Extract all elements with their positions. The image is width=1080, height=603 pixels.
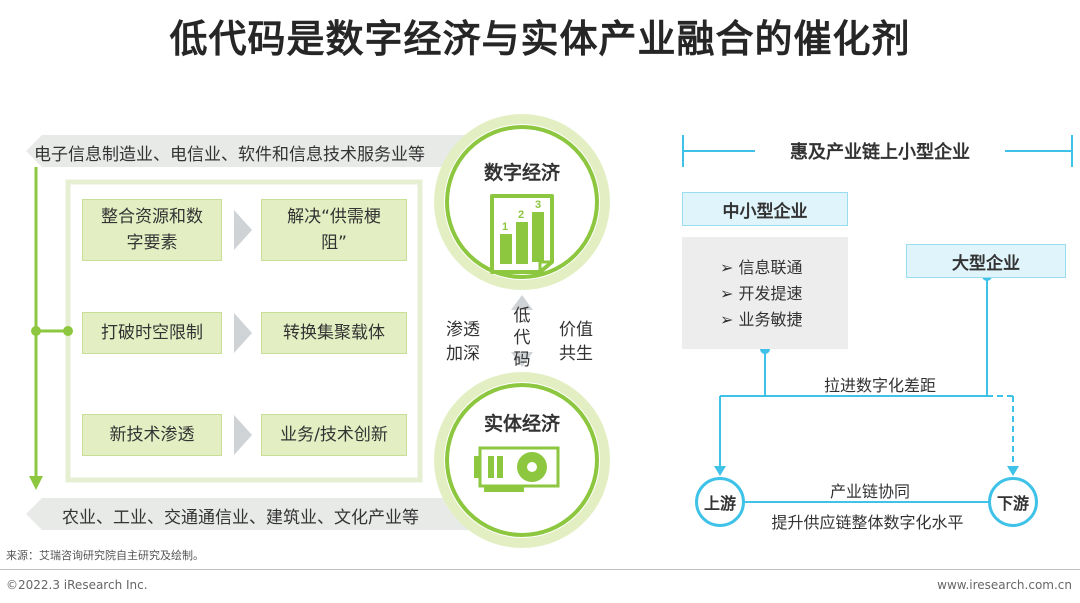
branch-dot-2 — [63, 326, 73, 336]
row2-from-box: 打破时空限制 — [82, 312, 222, 354]
penetration-label: 渗透 加深 — [446, 320, 480, 364]
website-link[interactable]: www.iresearch.com.cn — [937, 578, 1072, 592]
digital-economy-label: 数字经济 — [483, 162, 560, 184]
row2-chevron-icon — [234, 313, 252, 353]
svg-text:3: 3 — [535, 199, 541, 211]
sme-benefits-panel: ➢ 信息联通 ➢ 开发提速 ➢ 业务敏捷 — [682, 237, 848, 349]
copyright: ©2022.3 iResearch Inc. — [6, 578, 148, 592]
sme-benefit-item: ➢ 开发提速 — [720, 284, 803, 303]
bottom-industries-label: 农业、工业、交通通信业、建筑业、文化产业等 — [62, 508, 419, 528]
real-economy-label: 实体经济 — [483, 413, 560, 435]
row3-to-box: 业务/技术创新 — [261, 414, 407, 456]
chevron-right-icon: ➢ — [720, 258, 739, 277]
svg-text:2: 2 — [518, 209, 524, 221]
large-enterprise-box: 大型企业 — [906, 244, 1066, 278]
downstream-node: 下游 — [988, 477, 1038, 527]
right-header: 惠及产业链上小型企业 — [790, 142, 970, 163]
graphics-card-icon — [474, 446, 560, 492]
row3-chevron-icon — [234, 415, 252, 455]
footer-divider — [0, 569, 1080, 570]
chain-sub-label: 提升供应链整体数字化水平 — [771, 513, 964, 532]
row2-to-box: 转换集聚载体 — [261, 312, 407, 354]
branch-dot-1 — [31, 326, 41, 336]
row1-from-box: 整合资源和数字要素 — [82, 199, 222, 261]
bottom-banner-arrow — [26, 498, 480, 530]
sme-benefit-item: ➢ 信息联通 — [720, 258, 803, 277]
top-banner-arrow — [26, 135, 480, 167]
chevron-right-icon: ➢ — [720, 284, 739, 303]
source-note: 来源：艾瑞咨询研究院自主研究及绘制。 — [6, 549, 204, 562]
row1-to-box: 解决“供需梗阻” — [261, 199, 407, 261]
vertical-flow-arrowhead — [29, 476, 43, 490]
gap-label: 拉进数字化差距 — [823, 376, 936, 395]
chain-label: 产业链协同 — [829, 482, 910, 501]
low-code-label: 低 代 码 — [513, 306, 531, 370]
upstream-node: 上游 — [695, 477, 745, 527]
sme-box: 中小型企业 — [682, 192, 848, 226]
row1-chevron-icon — [234, 210, 252, 250]
page-title: 低代码是数字经济与实体产业融合的催化剂 — [169, 17, 911, 61]
bar-chart-icon: 1 2 3 — [490, 194, 554, 274]
sme-benefit-item: ➢ 业务敏捷 — [720, 310, 803, 329]
svg-text:1: 1 — [502, 221, 508, 233]
chevron-right-icon: ➢ — [720, 310, 739, 329]
value-symbiosis-label: 价值 共生 — [559, 320, 593, 364]
bidirectional-arrow — [511, 295, 533, 367]
top-industries-label: 电子信息制造业、电信业、软件和信息技术服务业等 — [34, 145, 425, 165]
row3-from-box: 新技术渗透 — [82, 414, 222, 456]
